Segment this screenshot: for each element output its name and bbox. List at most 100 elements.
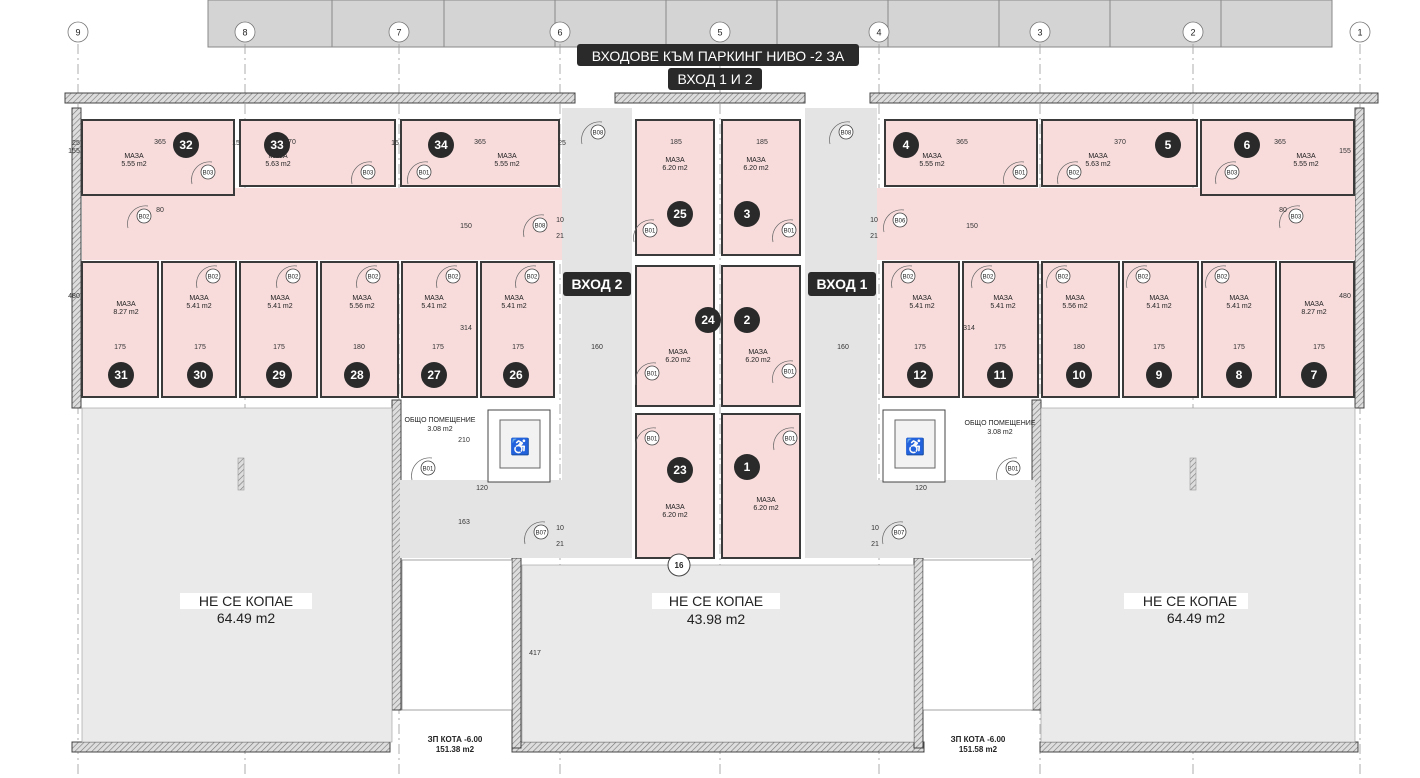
room-label: МАЗА [922,153,942,160]
room-number-badge [344,362,370,388]
grid-axis-1: 1 [1349,21,1371,43]
room-area: 5.41 m2 [267,303,292,310]
door-b08: B08 [581,121,606,145]
dimension: 175 [512,344,524,351]
elevator-left: ♿ [487,409,551,483]
dimension: 175 [194,344,206,351]
door-b02: B02 [515,265,540,289]
dimension: 365 [154,139,166,146]
room-number: 26 [509,368,523,382]
dimension: 185 [670,139,682,146]
room-area: 5.41 m2 [1226,303,1251,310]
dimension: 155 [68,148,80,155]
entrance-2: ВХОД 2 [563,272,631,296]
common-room-label: ОБЩО ПОМЕЩЕНИЕ [965,420,1036,427]
dimension: 370 [1114,139,1126,146]
level-area: 151.58 m2 [959,745,998,754]
room-number: 33 [270,138,284,152]
level-right: ЗП КОТА -6.00 151.58 m2 [951,735,1006,754]
room-number: 7 [1311,368,1318,382]
dimension: 480 [68,293,80,300]
dimension: 175 [432,344,444,351]
room-number-badge [173,132,199,158]
room-label: МАЗА [748,349,768,356]
corridors [400,108,1035,558]
door-tag: B02 [1069,171,1080,177]
banner-line-1: ВХОДОВЕ КЪМ ПАРКИНГ НИВО -2 ЗА [592,48,845,64]
room-outline [1200,119,1355,196]
door-b03: B03 [1215,161,1240,185]
room-area: 6.20 m2 [753,505,778,512]
room-number-badge [1301,362,1327,388]
room-number-badge [1146,362,1172,388]
grid-axis-label: 8 [242,28,247,38]
grid-axis-4: 4 [868,21,890,43]
dimension: 370 [284,139,296,146]
unexcavated-label: НЕ СЕ КОПАЕ [199,593,293,609]
grid-axis-6: 6 [549,21,571,43]
door-b02: B02 [971,265,996,289]
door-tag: B01 [647,437,658,443]
room-area: 6.20 m2 [743,165,768,172]
room-number: 28 [350,368,364,382]
room-number-badge [428,132,454,158]
dimension: 80 [1279,207,1287,214]
room-label: МАЗА [912,295,932,302]
door-tag: B01 [1008,467,1019,473]
banner-line-2: ВХОД 1 И 2 [678,71,753,87]
door-tag: B03 [1227,171,1238,177]
common-room-right: ОБЩО ПОМЕЩЕНИЕ 3.08 m2 [965,420,1036,436]
grid-axis-label: 5 [717,28,722,38]
room-number-badge [734,454,760,480]
door-tag: B02 [208,275,219,281]
room-number-badge [1155,132,1181,158]
door-b02: B02 [436,265,461,289]
room-area: 8.27 m2 [113,309,138,316]
room-number-badge [503,362,529,388]
unexcavated-area: 64.49 m2 [1167,610,1226,626]
room-number: 10 [1072,368,1086,382]
room-label: МАЗА [1229,295,1249,302]
room-number: 12 [913,368,927,382]
door-tag: B01 [784,370,795,376]
room-label: МАЗА [665,504,685,511]
dimension: 10 [871,525,879,532]
door-b02: B02 [891,265,916,289]
dimension: 80 [156,207,164,214]
door-tag: B03 [203,171,214,177]
dimension: 21 [870,233,878,240]
room-area: 6.20 m2 [662,512,687,519]
room-label: МАЗА [189,295,209,302]
room-number: 4 [903,138,910,152]
room-area: 5.56 m2 [1062,303,1087,310]
door-tag: B02 [983,275,994,281]
dimension: 175 [1233,344,1245,351]
room-number: 9 [1156,368,1163,382]
common-room-area: 3.08 m2 [427,426,452,433]
room-number: 29 [272,368,286,382]
unexcavated-right: НЕ СЕ КОПАЕ 64.49 m2 [1124,593,1248,626]
door-tag: B01 [419,171,430,177]
grid-axis-3: 3 [1029,21,1051,43]
grid-axis-7: 7 [388,21,410,43]
room-label: МАЗА [1088,153,1108,160]
dimension: 21 [556,541,564,548]
room-area: 8.27 m2 [1301,309,1326,316]
room-outline [721,265,801,407]
room-label: МАЗА [746,157,766,164]
room-number: 11 [994,368,1007,382]
door-tag: B01 [785,437,796,443]
wheelchair-icon: ♿ [510,437,530,456]
room-label: МАЗА [1149,295,1169,302]
room-number: 5 [1165,138,1172,152]
room-number-badge [108,362,134,388]
dimension: 150 [966,223,978,230]
dimension: 314 [963,325,975,332]
